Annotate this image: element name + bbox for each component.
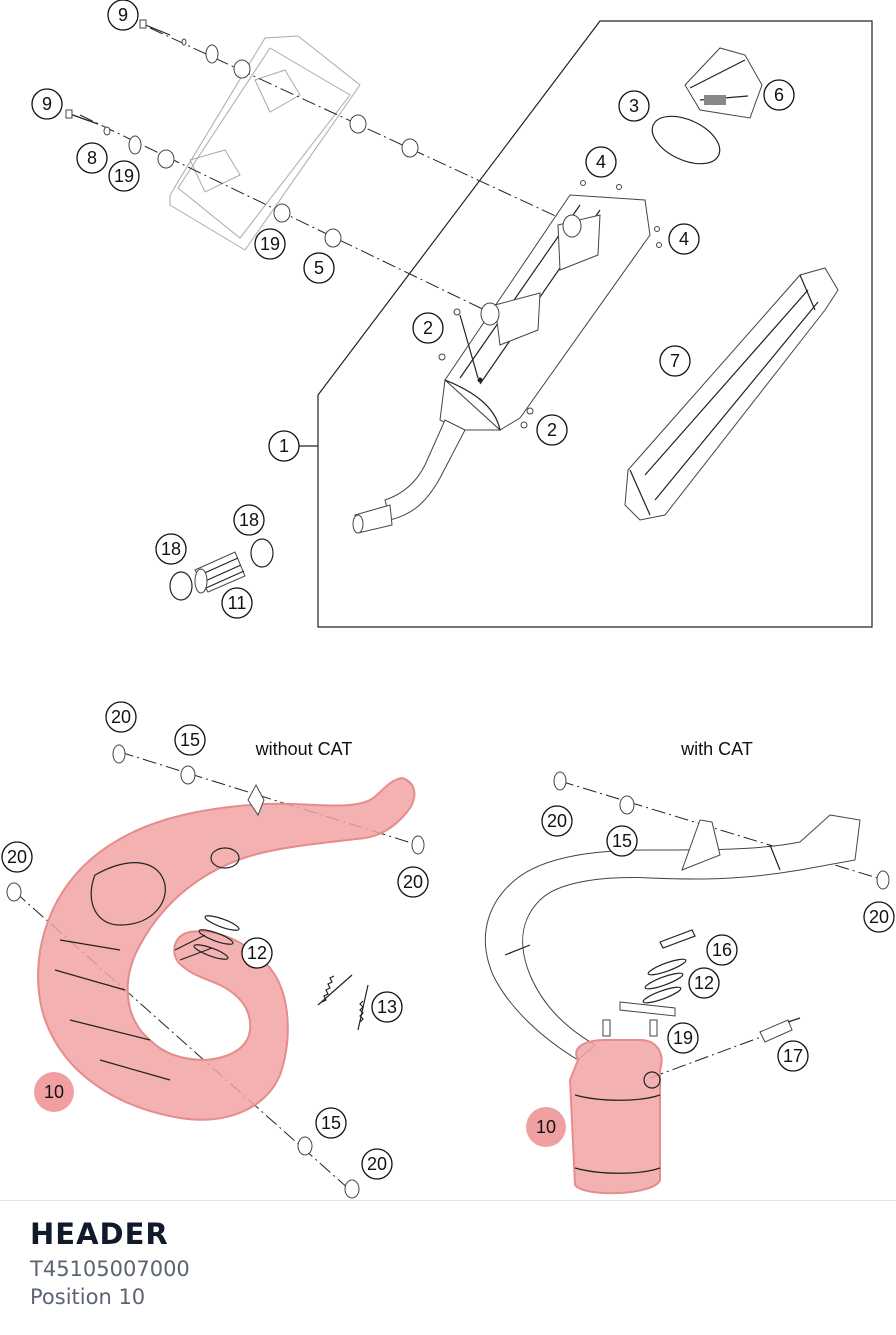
svg-text:19: 19 <box>673 1028 693 1048</box>
svg-text:18: 18 <box>239 510 259 530</box>
svg-text:16: 16 <box>712 940 732 960</box>
svg-text:10: 10 <box>44 1082 64 1102</box>
catalytic-converter <box>568 1039 663 1195</box>
callout-20-bottom-left: 20 <box>361 1148 393 1180</box>
svg-text:15: 15 <box>612 831 632 851</box>
svg-text:4: 4 <box>596 152 606 172</box>
callout-15-top-left: 15 <box>174 724 206 756</box>
silencer-assembly-frame <box>317 20 873 628</box>
svg-text:2: 2 <box>423 318 433 338</box>
washers-top <box>103 38 419 248</box>
svg-text:15: 15 <box>321 1113 341 1133</box>
part-title: HEADER <box>30 1217 169 1251</box>
svg-text:10: 10 <box>536 1117 556 1137</box>
callout-2-upper: 2 <box>412 312 444 344</box>
callout-20-mid: 20 <box>397 866 429 898</box>
bolt-9-lower <box>65 109 99 125</box>
svg-text:1: 1 <box>279 436 289 456</box>
callout-8: 8 <box>76 142 108 174</box>
callout-12-left: 12 <box>241 937 273 969</box>
svg-text:4: 4 <box>679 229 689 249</box>
svg-text:20: 20 <box>547 811 567 831</box>
svg-text:6: 6 <box>774 85 784 105</box>
callout-13: 13 <box>371 991 403 1023</box>
lambda-sensor <box>759 1017 801 1043</box>
label-with-cat: with CAT <box>680 739 753 759</box>
callout-18-right: 18 <box>233 504 265 536</box>
svg-text:9: 9 <box>118 5 128 25</box>
svg-text:20: 20 <box>367 1154 387 1174</box>
svg-text:9: 9 <box>42 94 52 114</box>
springs-12 <box>193 915 240 960</box>
callout-3: 3 <box>618 90 650 122</box>
callout-6: 6 <box>763 79 795 111</box>
svg-text:8: 8 <box>87 148 97 168</box>
callout-12-right: 12 <box>688 967 720 999</box>
callout-17: 17 <box>777 1040 809 1072</box>
callout-19-with-cat: 19 <box>667 1022 699 1054</box>
nuts-4 <box>580 180 662 248</box>
svg-text:11: 11 <box>228 593 247 613</box>
exhaust-sleeve <box>169 538 274 601</box>
svg-text:12: 12 <box>694 973 714 993</box>
callout-19-left: 19 <box>108 160 140 192</box>
callout-20-top-left: 20 <box>105 701 137 733</box>
svg-text:17: 17 <box>783 1046 803 1066</box>
svg-text:18: 18 <box>161 539 181 559</box>
svg-text:13: 13 <box>377 997 397 1017</box>
position-label: Position 10 <box>30 1285 146 1309</box>
bolt-9-upper <box>139 19 171 36</box>
callout-16: 16 <box>706 934 738 966</box>
o-ring <box>651 115 721 165</box>
callout-4-right: 4 <box>668 223 700 255</box>
callout-20-left-edge: 20 <box>1 841 33 873</box>
silencer-body <box>439 194 651 431</box>
callout-10-without-cat: 10 <box>34 1072 74 1112</box>
header-pipe-without-cat <box>37 776 416 1121</box>
washers-bottom-right <box>553 771 890 890</box>
callout-4-top: 4 <box>585 146 617 178</box>
svg-text:12: 12 <box>247 943 267 963</box>
callout-10-with-cat: 10 <box>526 1107 566 1147</box>
svg-text:15: 15 <box>180 730 200 750</box>
svg-text:5: 5 <box>314 258 324 278</box>
callout-2-lower: 2 <box>536 414 568 446</box>
callout-9-lower: 9 <box>31 88 63 120</box>
callout-15-bottom-left: 15 <box>315 1107 347 1139</box>
callout-7: 7 <box>659 345 691 377</box>
callout-15-with-cat: 15 <box>606 825 638 857</box>
flange-and-springs <box>602 929 696 1037</box>
svg-text:19: 19 <box>260 234 280 254</box>
svg-text:7: 7 <box>670 351 680 371</box>
callout-19-mid: 19 <box>254 228 286 260</box>
callout-18-left: 18 <box>155 533 187 565</box>
callout-1: 1 <box>268 430 300 462</box>
svg-text:3: 3 <box>629 96 639 116</box>
callout-5: 5 <box>303 252 335 284</box>
svg-text:19: 19 <box>114 166 134 186</box>
washers-bottom-left <box>6 744 425 1199</box>
exploded-parts-diagram: without CAT with CAT <box>1 0 895 1199</box>
svg-text:20: 20 <box>403 872 423 892</box>
svg-text:20: 20 <box>7 847 27 867</box>
label-without-cat: without CAT <box>255 739 353 759</box>
frame-bracket <box>169 35 361 251</box>
svg-text:20: 20 <box>111 707 131 727</box>
silencer-cover <box>624 267 839 521</box>
callout-20-with-cat: 20 <box>541 805 573 837</box>
part-info-footer: HEADER T45105007000 Position 10 <box>0 1200 896 1335</box>
tension-springs-13 <box>317 974 369 1031</box>
svg-text:20: 20 <box>869 907 889 927</box>
callout-9-upper: 9 <box>107 0 139 31</box>
svg-text:2: 2 <box>547 420 557 440</box>
part-number: T45105007000 <box>30 1257 190 1281</box>
callout-20-right-edge: 20 <box>863 901 895 933</box>
screws-2 <box>438 308 534 429</box>
silencer-inlet-pipe <box>352 419 466 534</box>
callout-11: 11 <box>221 587 253 619</box>
end-cap <box>684 47 763 119</box>
